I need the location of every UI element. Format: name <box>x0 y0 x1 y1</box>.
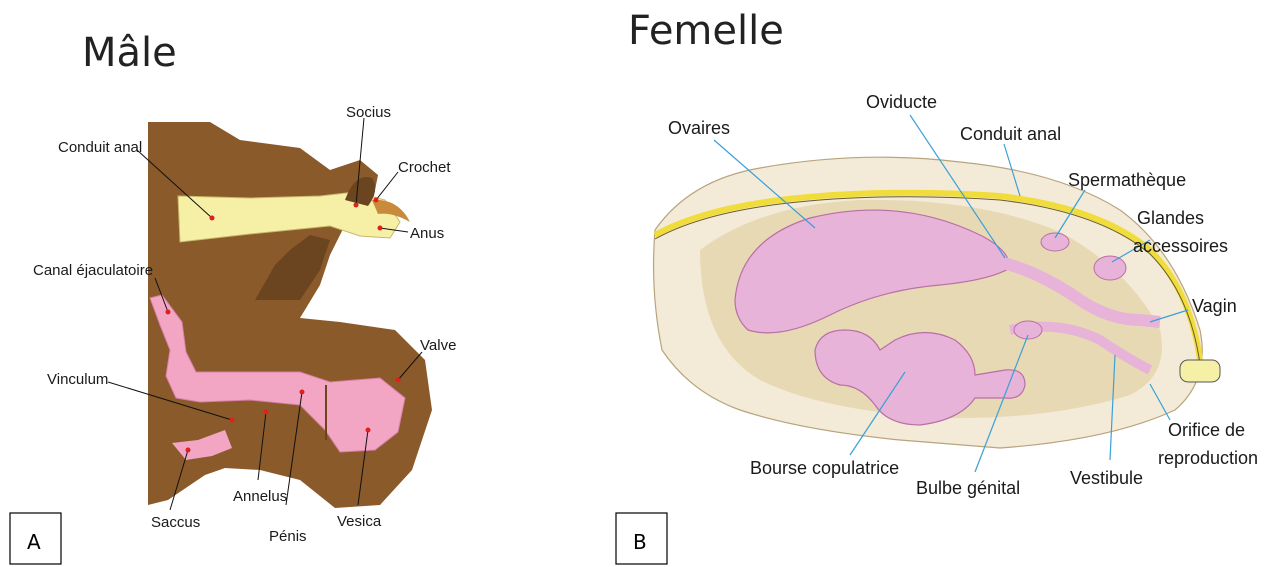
label-bourse: Bourse copulatrice <box>750 458 899 478</box>
female-title: Femelle <box>628 8 784 54</box>
female-anus-tip <box>1180 360 1220 382</box>
label-vagin: Vagin <box>1192 296 1237 316</box>
panel-a-label: A <box>27 530 41 554</box>
label-crochet: Crochet <box>398 159 451 176</box>
label-penis: Pénis <box>269 528 307 545</box>
male-panel: Mâle Conduit anal <box>10 30 456 564</box>
label-anus: Anus <box>410 225 444 242</box>
label-glandes-2: accessoires <box>1133 236 1228 256</box>
label-vestibule: Vestibule <box>1070 468 1143 488</box>
female-spermatheque-shape <box>1041 233 1069 251</box>
female-glands-shape <box>1094 256 1126 280</box>
male-title: Mâle <box>82 30 177 76</box>
label-vesica: Vesica <box>337 513 382 530</box>
label-vinculum: Vinculum <box>47 371 108 388</box>
label-orifice-2: reproduction <box>1158 448 1258 468</box>
panel-b-label: B <box>633 530 647 554</box>
label-glandes-1: Glandes <box>1137 208 1204 228</box>
leader-crochet <box>376 172 398 200</box>
label-canal-ejaculatoire: Canal éjaculatoire <box>33 262 153 279</box>
label-conduit-anal-m: Conduit anal <box>58 139 142 156</box>
label-saccus: Saccus <box>151 514 200 531</box>
label-oviducte: Oviducte <box>866 92 937 112</box>
female-panel: Femelle Ovaires Oviducte Conduit a <box>616 8 1258 564</box>
label-spermatheque: Spermathèque <box>1068 170 1186 190</box>
label-valve: Valve <box>420 337 456 354</box>
label-ovaires: Ovaires <box>668 118 730 138</box>
label-bulbe: Bulbe génital <box>916 478 1020 498</box>
label-annelus: Annelus <box>233 488 287 505</box>
label-orifice-1: Orifice de <box>1168 420 1245 440</box>
label-socius: Socius <box>346 104 391 121</box>
label-conduit-anal-f: Conduit anal <box>960 124 1061 144</box>
